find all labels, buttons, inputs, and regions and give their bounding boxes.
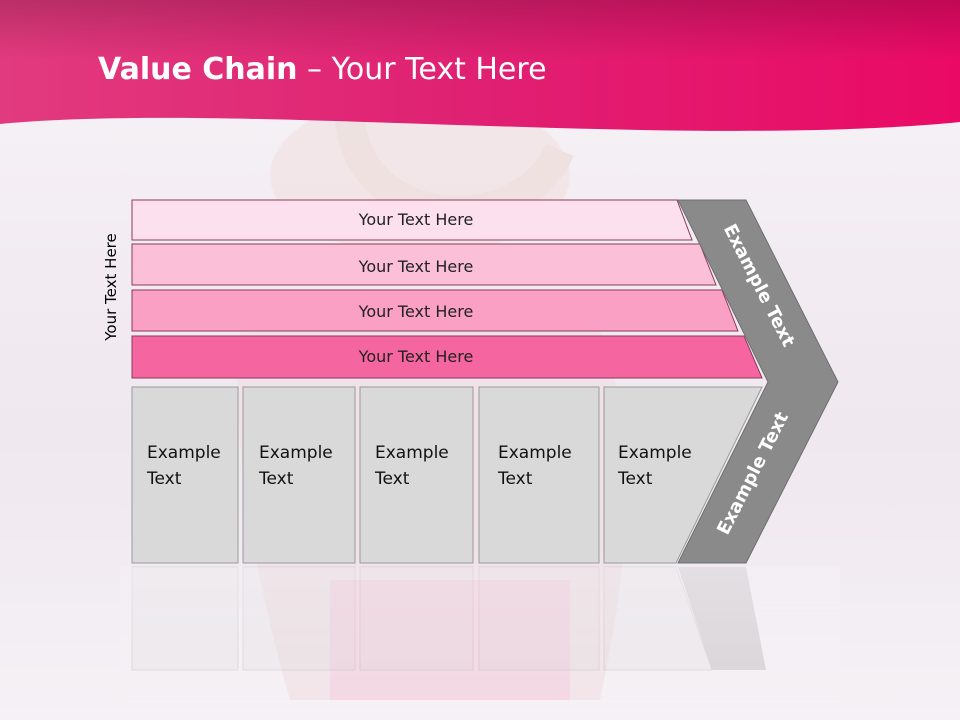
support-row-bar	[131, 289, 739, 332]
support-row: Your Text Here	[131, 199, 693, 241]
primary-activities: Example Text Example Text Example Text E…	[131, 386, 763, 564]
support-row-bar	[131, 243, 717, 286]
support-row-bar	[131, 335, 763, 379]
primary-box-line1: Example	[498, 443, 572, 463]
primary-box-rect	[242, 386, 356, 564]
primary-box-rect	[131, 386, 239, 564]
primary-box-rect	[359, 386, 474, 564]
support-row: Your Text Here	[131, 243, 717, 286]
slide-title-rest: – Your Text Here	[297, 52, 547, 87]
support-row-bar	[131, 199, 693, 241]
support-row-label: Your Text Here	[358, 347, 474, 366]
margin-chevron-shape	[677, 199, 839, 564]
primary-box: Example Text	[242, 386, 356, 564]
support-row-label: Your Text Here	[358, 210, 474, 229]
support-activities: Your Text Here Your Text Here Your Text …	[131, 199, 763, 379]
slide-title: Value Chain – Your Text Here	[98, 52, 547, 87]
support-row-label: Your Text Here	[358, 302, 474, 321]
primary-box-line2: Text	[146, 469, 182, 489]
slide-title-bold: Value Chain	[98, 52, 298, 87]
primary-box-line1: Example	[147, 443, 221, 463]
primary-box-line2: Text	[258, 469, 294, 489]
primary-box: Example Text	[603, 386, 763, 564]
primary-box: Example Text	[478, 386, 600, 564]
primary-box-line2: Text	[617, 469, 653, 489]
primary-box-line2: Text	[497, 469, 533, 489]
primary-box-rect	[478, 386, 600, 564]
support-row: Your Text Here	[131, 335, 763, 379]
primary-box-line2: Text	[374, 469, 410, 489]
primary-box-line1: Example	[375, 443, 449, 463]
side-label: Your Text Here	[102, 233, 120, 341]
primary-box-rect	[603, 386, 763, 564]
primary-box: Example Text	[359, 386, 474, 564]
support-row: Your Text Here	[131, 289, 739, 332]
primary-box-line1: Example	[618, 443, 692, 463]
primary-box: Example Text	[131, 386, 239, 564]
header-band	[0, 0, 960, 131]
support-row-label: Your Text Here	[358, 257, 474, 276]
primary-box-line1: Example	[259, 443, 333, 463]
diagram-reflection	[120, 566, 840, 720]
